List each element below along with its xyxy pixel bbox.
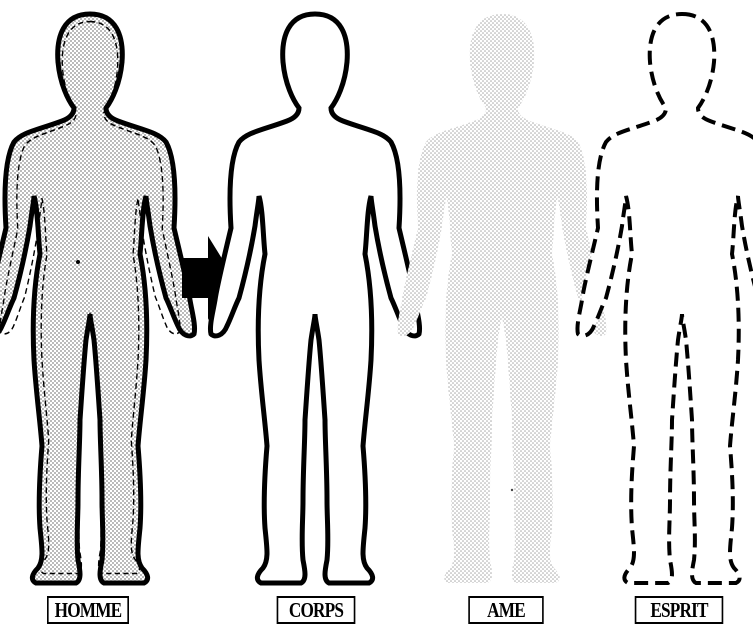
- label-ame: AME: [468, 596, 543, 624]
- figure-esprit: [577, 14, 753, 583]
- figure-ame: [397, 14, 606, 583]
- label-homme: HOMME: [47, 596, 129, 624]
- figure-corps: [210, 14, 419, 583]
- label-esprit: ESPRIT: [635, 596, 724, 624]
- figure-homme: [0, 14, 195, 583]
- label-corps: CORPS: [277, 596, 356, 624]
